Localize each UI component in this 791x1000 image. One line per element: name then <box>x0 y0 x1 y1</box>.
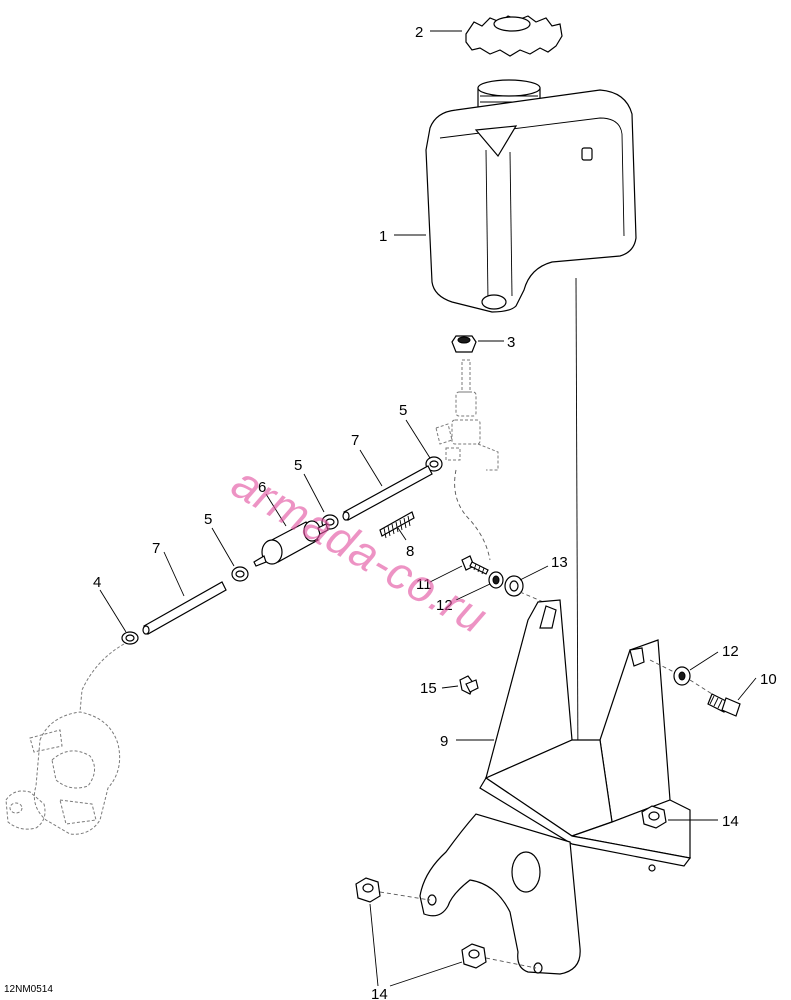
nut-axes <box>379 891 537 969</box>
callout-3: 3 <box>507 334 515 351</box>
callout-12-right: 12 <box>722 643 739 660</box>
callout-2: 2 <box>415 24 423 41</box>
hidden-path <box>454 469 491 561</box>
callout-labels: 2 1 3 5 7 6 5 5 8 7 4 13 11 12 12 10 15 … <box>93 24 777 1000</box>
bolt-axis <box>649 659 713 695</box>
washer-axis <box>519 591 549 605</box>
bolt-right <box>707 693 741 717</box>
spring <box>379 511 415 539</box>
drawing-number: 12NM0514 <box>4 984 53 995</box>
callout-7-upper: 7 <box>351 432 359 449</box>
grommet <box>451 335 477 353</box>
callout-5-lower: 5 <box>204 511 212 528</box>
alignment-line <box>573 277 583 780</box>
callout-1: 1 <box>379 228 387 245</box>
callout-9: 9 <box>440 733 448 750</box>
callout-5-middle: 5 <box>294 457 302 474</box>
fuel-filter <box>253 520 329 567</box>
lock-washer <box>488 571 504 589</box>
callout-11: 11 <box>416 576 432 593</box>
callout-8: 8 <box>406 543 414 560</box>
outlet-fitting-ghost <box>435 359 499 471</box>
callout-15: 15 <box>420 680 437 697</box>
tank-cap <box>465 15 563 57</box>
flat-washer <box>504 575 524 597</box>
callout-12-left: 12 <box>436 597 453 614</box>
carburetor-ghost <box>5 643 125 835</box>
nut-bottom <box>461 943 487 969</box>
callout-14-bottom: 14 <box>371 986 388 1000</box>
callout-14-right: 14 <box>722 813 739 830</box>
fuel-tank <box>425 79 637 313</box>
leader-lines <box>99 30 757 987</box>
fuel-line-upper <box>342 465 433 521</box>
washer-right <box>673 666 691 686</box>
hose-clamp-upper <box>425 456 443 472</box>
clip <box>459 675 479 695</box>
fuel-line-lower <box>142 581 227 635</box>
callout-7-lower: 7 <box>152 540 160 557</box>
bolt-short <box>461 555 489 575</box>
callout-4: 4 <box>93 574 101 591</box>
callout-5-upper: 5 <box>399 402 407 419</box>
callout-10: 10 <box>760 671 777 688</box>
nut-right <box>641 805 667 829</box>
nut-left <box>355 877 381 903</box>
callout-6: 6 <box>258 479 266 496</box>
callout-13: 13 <box>551 554 568 571</box>
hose-clamp-lower <box>231 566 249 582</box>
hose-clamp-small <box>121 631 139 645</box>
tank-bracket <box>419 599 692 975</box>
